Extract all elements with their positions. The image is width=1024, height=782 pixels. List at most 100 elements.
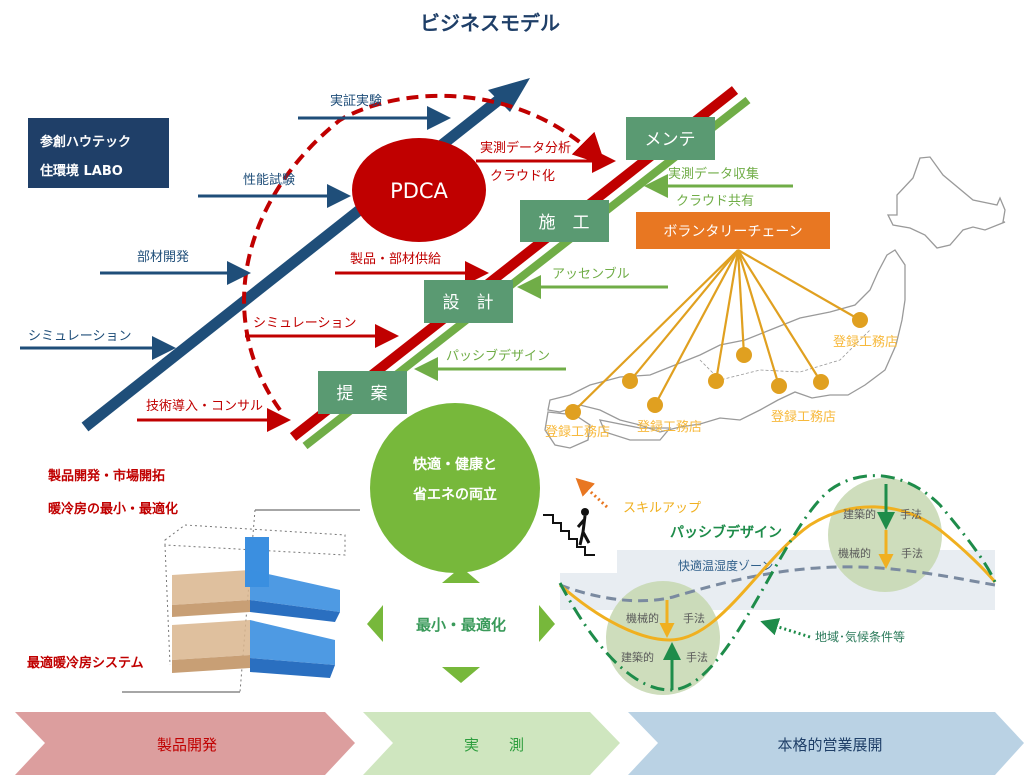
map-honshu	[547, 249, 906, 433]
method-mechanical-low: 機械的	[626, 611, 659, 625]
center-circle-line1: 快適・健康と	[413, 456, 497, 473]
chain-link	[736, 249, 746, 356]
method-technique-high-2: 手法	[901, 546, 923, 560]
shop-dot	[813, 374, 829, 390]
green-arrows: 実測データ収集 クラウド共有 アッセンブル パッシブデザイン	[414, 166, 793, 381]
mechanical-curve	[559, 505, 997, 642]
phase-chevron-full-sales	[628, 712, 1024, 775]
phase-chevrons: 製品開発 実 測 本格的営業展開	[15, 712, 1024, 775]
comfort-zone-label: 快適温湿度ゾーン	[678, 558, 773, 573]
chain-link	[737, 249, 822, 383]
red-arrow-label-3: シミュレーション	[253, 316, 356, 331]
chain-link	[737, 249, 861, 321]
method-technique-low-2: 手法	[686, 650, 708, 664]
hvac-system-illustration	[122, 509, 360, 693]
red-arrow-label-1: 実測データ分析	[480, 140, 571, 156]
shop-dot	[647, 397, 663, 413]
person-icon	[581, 508, 589, 516]
comfort-dashed-curve	[559, 565, 996, 603]
green-arrow-label-2: アッセンブル	[552, 266, 630, 282]
step-label-design: 設 計	[443, 293, 494, 313]
step-boxes: メンテ 施 工 設 計 提 案	[318, 117, 715, 414]
green-arrow-label-3: パッシブデザイン	[446, 348, 550, 364]
red-arrow-sub-1: クラウド化	[490, 169, 555, 184]
note-system: 最適暖冷房システム	[27, 655, 144, 671]
skill-up-figure	[543, 477, 609, 556]
registered-shop-label-1: 登録工務店	[545, 425, 610, 440]
arrow-left-icon	[367, 605, 383, 642]
chain-links	[572, 249, 861, 413]
step-box-maintenance	[626, 117, 715, 160]
blue-arrow-label-1: 実証実験	[330, 93, 382, 109]
chain-link	[654, 249, 739, 406]
voluntary-chain-box	[636, 212, 830, 249]
shop-dot	[852, 312, 868, 328]
pdca-circle	[352, 138, 486, 242]
lab-box-line2: 住環境 LABO	[40, 163, 123, 179]
method-architectural-high: 建築的	[843, 507, 876, 521]
step-label-maintenance: メンテ	[645, 130, 696, 150]
phase-label-measurement: 実 測	[464, 736, 524, 754]
red-arrows: 実測データ分析 クラウド化 製品・部材供給 シミュレーション 技術導入・コンサル	[137, 140, 616, 432]
skill-up-arrow	[575, 477, 609, 509]
phase-label-full-sales: 本格的営業展開	[777, 736, 882, 754]
registered-shop-label-2: 登録工務店	[637, 420, 702, 435]
shop-dots	[565, 312, 868, 420]
skill-up-label: スキルアップ	[623, 501, 701, 516]
step-label-proposal: 提 案	[337, 384, 388, 404]
map-hokkaido	[886, 156, 1006, 249]
region-climate-label: 地域･気候条件等	[815, 629, 905, 644]
red-arrow-label-4: 技術導入・コンサル	[146, 399, 263, 414]
japan-map	[544, 156, 1006, 449]
center-circle-line2: 省エネの両立	[412, 486, 497, 503]
blue-arrow-label-2: 性能試験	[243, 172, 295, 188]
chain-link	[736, 249, 781, 387]
pdca-label: PDCA	[390, 179, 448, 203]
method-mechanical-high: 機械的	[838, 546, 871, 560]
shop-dot	[565, 404, 581, 420]
registered-shop-label-3: 登録工務店	[771, 410, 836, 425]
arrow-down-icon	[442, 667, 480, 683]
map-shikoku	[598, 419, 672, 441]
method-architectural-low: 建築的	[621, 650, 654, 664]
optimize-label: 最小・最適化	[416, 616, 506, 634]
method-circle-low	[606, 581, 720, 695]
step-box-proposal	[318, 371, 407, 414]
blue-input-arrows: 実証実験 性能試験 部材開発 シミュレーション	[20, 93, 451, 360]
step-label-construction: 施 工	[539, 213, 590, 233]
lab-box: 参創ハウテック 住環境 LABO	[28, 118, 169, 188]
chain-link	[629, 249, 739, 382]
red-arrow-label-2: 製品・部材供給	[350, 252, 441, 267]
center-goal-circle	[370, 403, 540, 573]
note-line1: 製品開発・市場開拓	[47, 468, 165, 484]
step-box-design	[424, 280, 513, 323]
method-technique-low-1: 手法	[683, 611, 705, 625]
shop-dot	[622, 373, 638, 389]
chain-link	[572, 249, 739, 413]
shop-dot	[736, 347, 752, 363]
passive-design-curve	[558, 474, 997, 692]
pdca-loop-dashed-arrow	[242, 93, 606, 412]
main-arrow-head	[488, 78, 530, 112]
shop-dot	[771, 378, 787, 394]
passive-design-heading: パッシブデザイン	[670, 524, 782, 541]
optimize-arrows	[367, 567, 555, 683]
note-line2: 暖冷房の最小・最適化	[48, 501, 178, 517]
phase-chevron-product-development	[15, 712, 355, 775]
lab-box-line1: 参創ハウテック	[40, 134, 131, 150]
region-climate-arrow	[760, 618, 811, 639]
arrow-up-icon	[442, 567, 480, 583]
voluntary-chain-label: ボランタリーチェーン	[663, 224, 802, 240]
green-arrow-label-1: 実測データ収集	[668, 166, 759, 182]
arrow-right-icon	[539, 605, 555, 642]
blue-arrow-label-4: シミュレーション	[28, 329, 131, 344]
registered-shop-label-4: 登録工務店	[833, 335, 898, 350]
method-technique-high-1: 手法	[900, 507, 922, 521]
chain-link	[714, 249, 740, 382]
shop-dot	[708, 373, 724, 389]
phase-chevron-measurement	[363, 712, 620, 775]
step-box-construction	[520, 200, 609, 242]
blue-arrow-label-3: 部材開発	[137, 250, 189, 265]
phase-label-product-development: 製品開発	[157, 736, 217, 754]
